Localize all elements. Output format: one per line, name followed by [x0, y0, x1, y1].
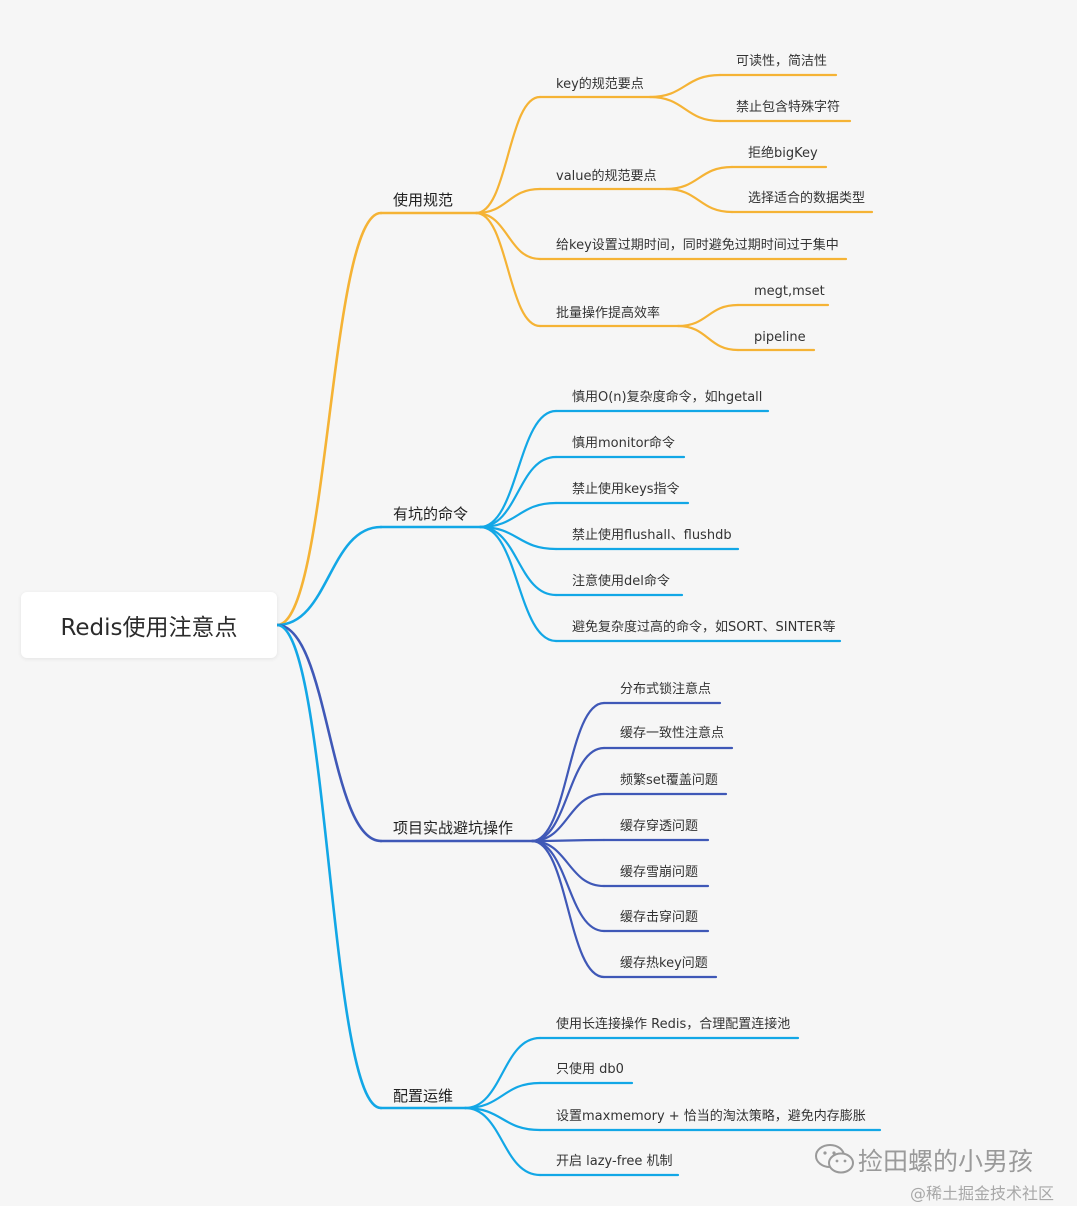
child-node[interactable]: 批量操作提高效率: [556, 306, 661, 321]
child-node[interactable]: 禁止使用keys指令: [572, 482, 680, 497]
leaf-node[interactable]: megt,mset: [754, 284, 825, 299]
child-node[interactable]: key的规范要点: [556, 77, 644, 92]
watermark-platform: @稀土掘金技术社区: [910, 1184, 1055, 1203]
leaf-connector: [676, 303, 740, 328]
leaf-node[interactable]: 选择适合的数据类型: [748, 191, 866, 206]
leaf-node[interactable]: pipeline: [754, 330, 806, 345]
child-node[interactable]: 缓存一致性注意点: [620, 726, 725, 741]
child-node[interactable]: 慎用monitor命令: [572, 436, 675, 451]
branch-node[interactable]: 使用规范: [393, 191, 454, 209]
child-connector: [530, 839, 606, 979]
child-node[interactable]: 慎用O(n)复杂度命令，如hgetall: [572, 390, 763, 405]
child-node[interactable]: 开启 lazy-free 机制: [556, 1154, 673, 1169]
child-connector: [530, 792, 606, 843]
child-node[interactable]: 缓存击穿问题: [620, 910, 699, 925]
child-connector: [463, 1106, 542, 1132]
child-connector: [530, 701, 606, 843]
child-connector: [463, 1036, 542, 1110]
child-connector: [463, 1081, 542, 1110]
child-node[interactable]: 缓存雪崩问题: [620, 865, 699, 880]
root-label: Redis使用注意点: [60, 615, 238, 641]
child-connector: [463, 1106, 542, 1177]
leaf-connector: [664, 187, 734, 214]
branch-node[interactable]: 配置运维: [393, 1087, 454, 1105]
leaf-connector: [676, 324, 740, 352]
child-connector: [478, 525, 558, 551]
root-node[interactable]: Redis使用注意点: [21, 592, 277, 658]
child-connector: [478, 525, 558, 643]
branch-connector: [275, 623, 383, 1110]
branch-connector: [275, 623, 383, 843]
child-connector: [474, 187, 542, 215]
leaf-node[interactable]: 拒绝bigKey: [748, 146, 818, 161]
child-connector: [530, 746, 606, 843]
child-node[interactable]: 避免复杂度过高的命令，如SORT、SINTER等: [572, 620, 836, 635]
leaf-node[interactable]: 可读性，简洁性: [736, 54, 828, 69]
child-node[interactable]: 缓存热key问题: [620, 956, 708, 971]
child-node[interactable]: 给key设置过期时间，同时避免过期时间过于集中: [556, 238, 839, 253]
child-node[interactable]: 只使用 db0: [556, 1062, 624, 1077]
leaf-connector: [648, 95, 722, 123]
leaf-node[interactable]: 禁止包含特殊字符: [736, 100, 841, 115]
child-connector: [474, 211, 542, 328]
branch-node[interactable]: 项目实战避坑操作: [393, 819, 514, 837]
child-node[interactable]: 设置maxmemory + 恰当的淘汰策略，避免内存膨胀: [556, 1109, 866, 1124]
branch-node[interactable]: 有坑的命令: [393, 505, 469, 523]
child-connector: [530, 839, 606, 888]
child-connector: [530, 839, 606, 933]
child-connector: [530, 838, 606, 843]
wechat-icon: [815, 1144, 854, 1174]
child-connector: [478, 409, 558, 529]
child-node[interactable]: value的规范要点: [556, 169, 657, 184]
child-node[interactable]: 频繁set覆盖问题: [620, 773, 718, 788]
child-connector: [478, 501, 558, 529]
child-node[interactable]: 缓存穿透问题: [620, 819, 699, 834]
branch-connector: [275, 525, 383, 627]
branch-connector: [275, 211, 383, 627]
child-node[interactable]: 禁止使用flushall、flushdb: [572, 528, 732, 543]
child-node[interactable]: 注意使用del命令: [572, 574, 670, 589]
leaf-connector: [664, 165, 734, 191]
child-node[interactable]: 使用长连接操作 Redis，合理配置连接池: [556, 1017, 791, 1032]
leaf-connector: [648, 73, 722, 99]
watermark-author: 捡田螺的小男孩: [858, 1147, 1034, 1176]
child-node[interactable]: 分布式锁注意点: [620, 682, 712, 697]
child-connector: [478, 455, 558, 529]
child-connector: [474, 95, 542, 215]
child-connector: [474, 211, 542, 261]
